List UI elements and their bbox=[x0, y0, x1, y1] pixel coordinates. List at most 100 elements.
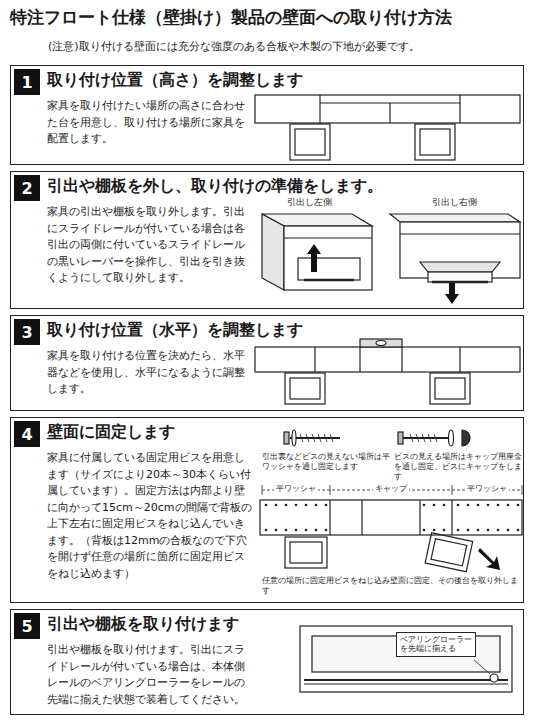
stand bbox=[425, 533, 473, 572]
step-heading: 取り付け位置（高さ）を調整します bbox=[47, 70, 523, 91]
screw-points bbox=[497, 504, 500, 507]
step-body: 家具に付属している固定用ビスを用意します（サイズにより20本～30本くらい付属し… bbox=[47, 450, 252, 582]
step-number: 4 bbox=[14, 421, 40, 447]
screw-points bbox=[433, 504, 436, 507]
step4-figure bbox=[410, 434, 437, 442]
dimension-label: キャップ bbox=[373, 484, 409, 494]
step2-figure bbox=[428, 272, 492, 282]
furniture-body bbox=[255, 95, 520, 123]
step4-figure bbox=[425, 533, 473, 572]
step2-figure bbox=[390, 214, 520, 222]
screw-points bbox=[457, 529, 460, 532]
step-number: 5 bbox=[14, 613, 40, 639]
step-body: 家具を取り付ける位置を決めたら、水平器などを使用し、水平になるように調整します。 bbox=[47, 348, 252, 398]
screw-points bbox=[487, 529, 490, 532]
step3-figure bbox=[435, 378, 465, 399]
step-number: 2 bbox=[14, 175, 40, 201]
step4-figure bbox=[361, 500, 362, 535]
cap bbox=[462, 430, 470, 446]
annotation: 引出裏などビスの見えない場所は平ワッシャを通し固定します bbox=[262, 452, 390, 472]
step3-figure bbox=[376, 341, 386, 346]
stand bbox=[415, 124, 455, 160]
step4-figure bbox=[262, 485, 522, 495]
step-body: 引出や棚板を取り付けます。引出にスライドレールが付いている場合は、本体側レールの… bbox=[47, 642, 252, 708]
screw-points bbox=[295, 529, 298, 532]
annotation: 引出し左側 bbox=[287, 197, 367, 208]
step2-figure bbox=[262, 214, 520, 304]
step1-figure bbox=[459, 95, 460, 123]
screw-points bbox=[285, 529, 288, 532]
step1-figure bbox=[295, 129, 325, 155]
step3-figure bbox=[359, 347, 360, 372]
step-heading: 壁面に固定します bbox=[47, 422, 523, 443]
screw-points bbox=[305, 529, 308, 532]
step-number-text: 3 bbox=[21, 323, 32, 342]
arrow-remove bbox=[478, 548, 500, 570]
step4-figure bbox=[419, 500, 420, 535]
step4-figure bbox=[329, 500, 330, 535]
stand bbox=[290, 124, 330, 160]
step-number: 1 bbox=[14, 69, 40, 95]
screw-points bbox=[467, 529, 470, 532]
step-panel: 壁面に固定します家具に付属している固定用ビスを用意します（サイズにより20本～3… bbox=[10, 417, 524, 603]
dimension-label: 平ワッシャ bbox=[465, 484, 509, 494]
screw-points bbox=[467, 504, 470, 507]
screw-points bbox=[507, 529, 510, 532]
screw-points bbox=[443, 504, 446, 507]
step3-figure bbox=[290, 378, 320, 399]
screw-points bbox=[305, 504, 308, 507]
stand bbox=[430, 373, 470, 404]
step1-figure bbox=[420, 129, 450, 155]
annotation: 引出し右側 bbox=[432, 197, 512, 208]
step4-figure bbox=[260, 430, 522, 572]
screw-points bbox=[285, 504, 288, 507]
screw-points bbox=[275, 504, 278, 507]
step-number-text: 1 bbox=[21, 73, 32, 92]
screw-points bbox=[315, 529, 318, 532]
screw bbox=[290, 437, 340, 439]
screw-points bbox=[477, 504, 480, 507]
cap-washer bbox=[449, 430, 454, 446]
step4-figure bbox=[451, 500, 452, 535]
step-body: 家具の引出や棚板を取り外します。引出にスライドレールが付いている場合は各引出の両… bbox=[47, 204, 252, 287]
step3-figure bbox=[459, 347, 460, 372]
screw-points bbox=[517, 529, 520, 532]
step1-figure bbox=[389, 103, 390, 123]
step-panel: 引出や棚板を取り付けます引出や棚板を取り付けます。引出にスライドレールが付いてい… bbox=[10, 609, 524, 715]
step4-figure bbox=[398, 432, 403, 444]
screw-points bbox=[315, 504, 318, 507]
annotation: 任意の場所に固定用ビスをねじ込み壁面に固定、その後台を取り外します bbox=[262, 576, 524, 596]
step2-figure bbox=[298, 258, 360, 280]
screw-points bbox=[265, 504, 520, 532]
step2-figure bbox=[400, 233, 520, 234]
page-title: 特注フロート仕様（壁掛け）製品の壁面への取り付け方法 bbox=[10, 6, 452, 29]
step2-figure bbox=[262, 214, 284, 290]
bearing-roller bbox=[490, 674, 498, 682]
step4-figure bbox=[290, 542, 322, 563]
step3-figure bbox=[401, 347, 402, 372]
step1-figure bbox=[319, 95, 320, 123]
callout-box: ベアリングローラー を先端に揃える bbox=[396, 632, 476, 657]
screw-points bbox=[507, 504, 510, 507]
screw-points bbox=[265, 504, 268, 507]
screw-points bbox=[433, 529, 436, 532]
step4-figure bbox=[284, 432, 289, 444]
screw-points bbox=[443, 529, 446, 532]
step3-figure bbox=[255, 339, 520, 404]
step-panel: 取り付け位置（水平）を調整します家具を取り付ける位置を決めたら、水平器などを使用… bbox=[10, 315, 524, 411]
furniture-body bbox=[255, 347, 520, 372]
cabinet-opening bbox=[300, 626, 512, 692]
step-heading: 引出や棚板を外し、取り付けの準備をします。 bbox=[47, 176, 523, 197]
screw-points bbox=[275, 529, 278, 532]
step2-figure bbox=[284, 237, 372, 238]
step5-figure bbox=[304, 683, 508, 684]
step2-figure bbox=[432, 281, 488, 284]
step2-figure bbox=[420, 262, 500, 272]
step4-figure bbox=[431, 539, 467, 566]
screw-points bbox=[457, 504, 460, 507]
leader-line bbox=[474, 660, 490, 674]
dimension-label: 平ワッシャ bbox=[274, 484, 318, 494]
step3-figure bbox=[314, 347, 315, 372]
step2-figure bbox=[284, 226, 372, 290]
